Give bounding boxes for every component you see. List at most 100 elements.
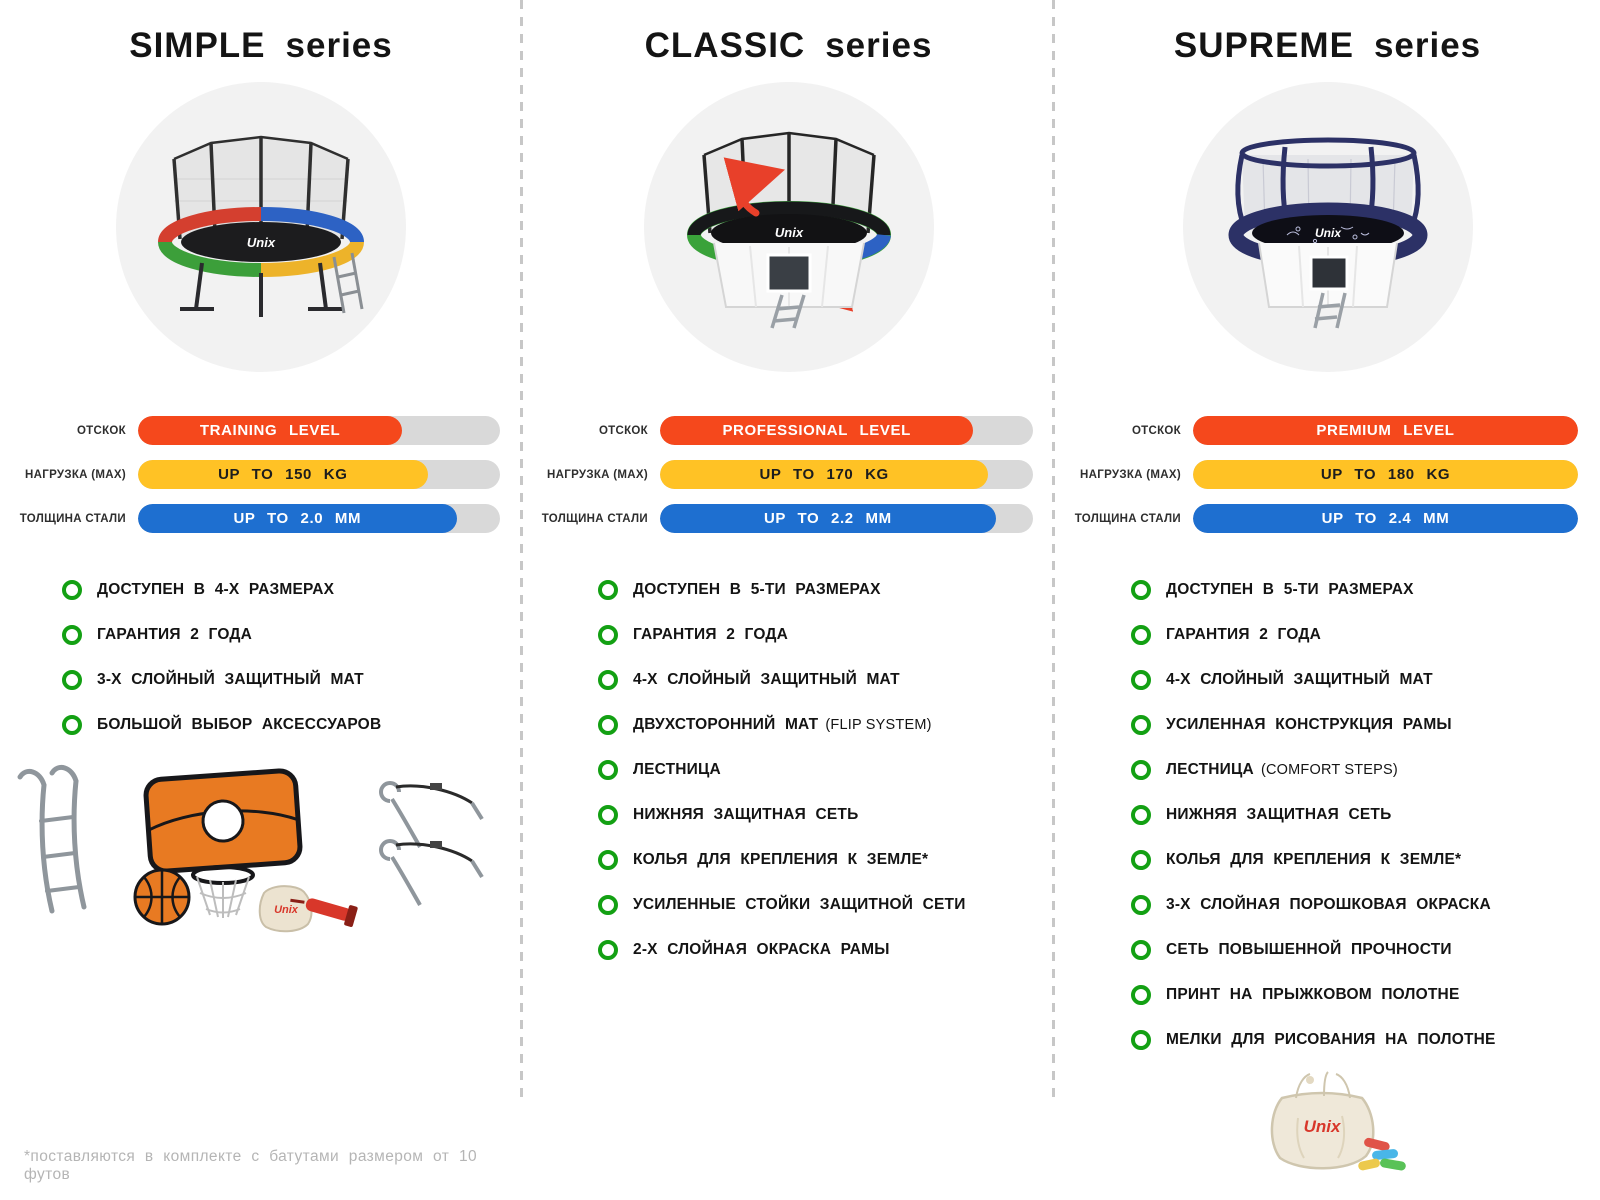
check-bullet-icon	[598, 579, 618, 600]
brand-logo-text: Unix	[774, 225, 803, 240]
stat-value: UP TO 180 KG	[1320, 466, 1451, 483]
series-title: CLASSIC series	[522, 26, 1055, 66]
feature-note: (FLIP SYSTEM)	[825, 716, 932, 733]
stat-label: ТОЛЩИНА СТАЛИ	[1074, 512, 1181, 525]
stat-label: НАГРУЗКА (MAX)	[25, 468, 126, 481]
stat-bar: PROFESSIONAL LEVEL	[660, 416, 1033, 445]
feature-item: КОЛЬЯ ДЛЯ КРЕПЛЕНИЯ К ЗЕМЛЕ*	[1131, 837, 1600, 882]
feature-text: 3-Х СЛОЙНАЯ ПОРОШКОВАЯ ОКРАСКА	[1166, 895, 1491, 913]
trampoline-simple-illustration: Unix	[158, 135, 364, 317]
stat-bar: UP TO 170 KG	[660, 460, 1033, 489]
stat-row-steel: ТОЛЩИНА СТАЛИ UP TO 2.4 MM	[1061, 504, 1578, 533]
stat-bar: UP TO 2.0 MM	[138, 504, 500, 533]
feature-text: ЛЕСТНИЦА	[633, 760, 721, 778]
stat-value: PREMIUM LEVEL	[1316, 422, 1455, 439]
stat-value: TRAINING LEVEL	[199, 422, 341, 439]
trampoline-classic-illustration: Unix	[686, 131, 891, 329]
feature-item: НИЖНЯЯ ЗАЩИТНАЯ СЕТЬ	[1131, 792, 1600, 837]
stat-bar-fill: UP TO 170 KG	[660, 460, 989, 489]
check-bullet-icon	[1131, 894, 1151, 915]
check-bullet-icon	[1131, 669, 1151, 690]
feature-text: КОЛЬЯ ДЛЯ КРЕПЛЕНИЯ К ЗЕМЛЕ*	[1166, 850, 1462, 868]
stat-bar-fill: UP TO 150 KG	[138, 460, 428, 489]
check-bullet-icon	[1131, 714, 1151, 735]
check-bullet-icon	[598, 804, 618, 825]
feature-item: СЕТЬ ПОВЫШЕННОЙ ПРОЧНОСТИ	[1131, 927, 1600, 972]
features-list: ДОСТУПЕН В 5-ТИ РАЗМЕРАХ ГАРАНТИЯ 2 ГОДА…	[1055, 567, 1600, 1062]
check-bullet-icon	[598, 894, 618, 915]
feature-text: ГАРАНТИЯ 2 ГОДА	[633, 625, 789, 643]
feature-text: УСИЛЕННЫЕ СТОЙКИ ЗАЩИТНОЙ СЕТИ	[633, 895, 966, 913]
stat-label: ОТСКОК	[598, 424, 648, 437]
ladder-on-trampoline	[769, 293, 806, 329]
chalk-bag-svg: Unix	[1270, 1071, 1406, 1171]
product-image-circle: Unix	[1182, 82, 1473, 372]
stat-label: ТОЛЩИНА СТАЛИ	[541, 512, 648, 525]
series-title-main: CLASSIC	[644, 26, 806, 65]
stat-label: ОТСКОК	[76, 424, 126, 437]
check-bullet-icon	[598, 714, 618, 735]
column-divider	[520, 0, 523, 1105]
product-image-circle: Unix	[643, 82, 934, 372]
stat-bar: UP TO 2.4 MM	[1193, 504, 1578, 533]
stat-row-load: НАГРУЗКА (MAX) UP TO 170 KG	[528, 460, 1033, 489]
chalk-bag-illustration: Unix	[1055, 1066, 1600, 1176]
accessories-svg: Unix	[17, 764, 484, 933]
stat-bar-fill: PREMIUM LEVEL	[1193, 416, 1578, 445]
feature-text: ПРИНТ НА ПРЫЖКОВОМ ПОЛОТНЕ	[1166, 985, 1460, 1003]
feature-item: ГАРАНТИЯ 2 ГОДА	[1131, 612, 1600, 657]
feature-item: ПРИНТ НА ПРЫЖКОВОМ ПОЛОТНЕ	[1131, 972, 1600, 1017]
feature-item: 3-Х СЛОЙНАЯ ПОРОШКОВАЯ ОКРАСКА	[1131, 882, 1600, 927]
series-title-sub: series	[825, 26, 933, 65]
accessories-illustrations: Unix	[0, 759, 522, 944]
feature-item: 2-Х СЛОЙНАЯ ОКРАСКА РАМЫ	[598, 927, 1055, 972]
feature-text: 2-Х СЛОЙНАЯ ОКРАСКА РАМЫ	[633, 940, 890, 958]
stat-value: UP TO 170 KG	[759, 466, 889, 483]
stat-bar-fill: PROFESSIONAL LEVEL	[660, 416, 974, 445]
stat-label: ТОЛЩИНА СТАЛИ	[19, 512, 126, 525]
feature-text: ДОСТУПЕН В 5-ТИ РАЗМЕРАХ	[633, 580, 881, 598]
feature-item: 4-Х СЛОЙНЫЙ ЗАЩИТНЫЙ МАТ	[1131, 657, 1600, 702]
check-bullet-icon	[1131, 1029, 1151, 1050]
stat-bar: PREMIUM LEVEL	[1193, 416, 1578, 445]
check-bullet-icon	[62, 669, 82, 690]
series-title-main: SUPREME	[1173, 26, 1354, 65]
feature-text: 4-Х СЛОЙНЫЙ ЗАЩИТНЫЙ МАТ	[1166, 670, 1433, 688]
series-column-classic: CLASSIC series Unix	[522, 0, 1055, 1200]
stat-bar: UP TO 2.2 MM	[660, 504, 1033, 533]
features-list: ДОСТУПЕН В 5-ТИ РАЗМЕРАХ ГАРАНТИЯ 2 ГОДА…	[522, 567, 1055, 972]
check-bullet-icon	[1131, 849, 1151, 870]
net-door-window	[1309, 255, 1348, 290]
stat-value: PROFESSIONAL LEVEL	[722, 422, 911, 439]
check-bullet-icon	[1131, 579, 1151, 600]
net-door-window	[766, 253, 811, 292]
column-divider	[1052, 0, 1055, 1105]
stat-bar-fill: UP TO 180 KG	[1193, 460, 1578, 489]
ladder-illustration	[17, 764, 87, 914]
feature-item: ДОСТУПЕН В 5-ТИ РАЗМЕРАХ	[1131, 567, 1600, 612]
accessory-bag-illustration: Unix	[258, 885, 313, 933]
feature-text: ДВУХСТОРОННИЙ МАТ	[633, 715, 819, 733]
brand-logo-text: Unix	[1314, 226, 1341, 240]
stats-block: ОТСКОК PROFESSIONAL LEVEL НАГРУЗКА (MAX)…	[522, 416, 1055, 533]
stat-row-bounce: ОТСКОК PREMIUM LEVEL	[1061, 416, 1578, 445]
feature-text: НИЖНЯЯ ЗАЩИТНАЯ СЕТЬ	[1166, 805, 1392, 823]
check-bullet-icon	[1131, 624, 1151, 645]
ladder-on-trampoline	[1312, 292, 1347, 328]
stat-row-load: НАГРУЗКА (MAX) UP TO 180 KG	[1061, 460, 1578, 489]
stat-label: НАГРУЗКА (MAX)	[1080, 468, 1181, 481]
feature-item: УСИЛЕННАЯ КОНСТРУКЦИЯ РАМЫ	[1131, 702, 1600, 747]
check-bullet-icon	[62, 624, 82, 645]
footnote: *поставляются в комплекте с батутами раз…	[24, 1148, 477, 1183]
series-title-sub: series	[285, 26, 393, 65]
brand-logo-text: Unix	[274, 904, 299, 916]
feature-text: КОЛЬЯ ДЛЯ КРЕПЛЕНИЯ К ЗЕМЛЕ*	[633, 850, 929, 868]
check-bullet-icon	[598, 624, 618, 645]
brand-logo-text: Unix	[1303, 1117, 1341, 1136]
check-bullet-icon	[1131, 939, 1151, 960]
check-bullet-icon	[1131, 984, 1151, 1005]
feature-item: ЛЕСТНИЦА	[598, 747, 1055, 792]
